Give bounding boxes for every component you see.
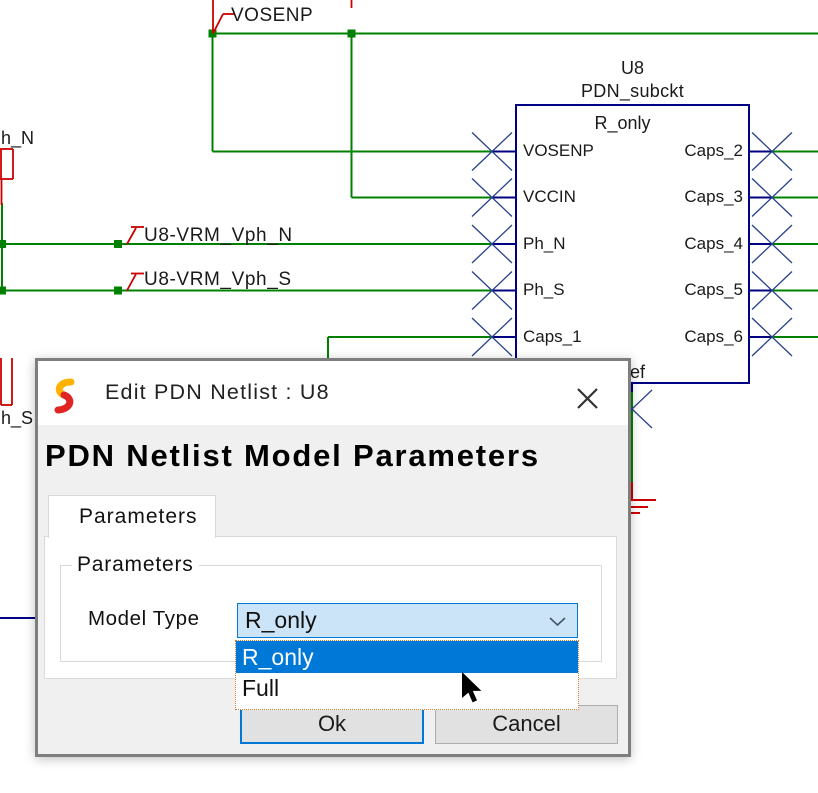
groupbox-label: Parameters bbox=[72, 553, 199, 577]
dialog-heading-band: PDN Netlist Model Parameters bbox=[38, 425, 628, 491]
dialog-title: Edit PDN Netlist : U8 bbox=[105, 380, 330, 404]
edit-pdn-netlist-dialog: Edit PDN Netlist : U8 PDN Netlist Model … bbox=[35, 358, 631, 757]
net-flags-red[interactable] bbox=[0, 0, 353, 406]
pin-label-caps5: Caps_5 bbox=[684, 280, 743, 299]
model-type-combobox[interactable]: R_only bbox=[237, 603, 578, 638]
net-label-vosenp[interactable]: VOSENP bbox=[231, 5, 314, 26]
pin-label-caps2: Caps_2 bbox=[684, 141, 743, 160]
net-label-edge-bottom[interactable]: h_S bbox=[1, 408, 34, 428]
dropdown-option-full[interactable]: Full bbox=[242, 675, 280, 701]
component-refdes[interactable]: U8 bbox=[620, 58, 644, 78]
close-icon[interactable] bbox=[575, 386, 600, 411]
app-logo-icon bbox=[54, 378, 75, 414]
dropdown-option-r-only[interactable]: R_only bbox=[236, 641, 578, 673]
component-model-attr[interactable]: R_only bbox=[594, 113, 651, 133]
model-type-dropdown-list: R_only Full bbox=[235, 640, 579, 710]
component-part-name[interactable]: PDN_subckt bbox=[580, 81, 685, 101]
dialog-titlebar[interactable]: Edit PDN Netlist : U8 bbox=[38, 361, 628, 425]
pin-label-caps1: Caps_1 bbox=[523, 326, 582, 346]
net-label-vph-s[interactable]: U8-VRM_Vph_S bbox=[144, 269, 292, 290]
wire-junction-dots[interactable] bbox=[0, 29, 356, 295]
pin-label-vccin: VCCIN bbox=[523, 187, 576, 206]
pin-label-vosenp: VOSENP bbox=[523, 141, 594, 160]
net-label-ref-partial: ef bbox=[630, 362, 646, 382]
net-label-edge-top[interactable]: h_N bbox=[1, 128, 35, 148]
pin-label-ph-s: Ph_S bbox=[523, 280, 565, 299]
pin-label-ph-n: Ph_N bbox=[523, 233, 566, 253]
ground-symbol[interactable] bbox=[631, 482, 656, 514]
model-type-label: Model Type bbox=[88, 607, 200, 630]
pin-label-caps6: Caps_6 bbox=[684, 326, 743, 346]
combobox-value: R_only bbox=[245, 607, 317, 633]
dialog-heading: PDN Netlist Model Parameters bbox=[45, 438, 540, 473]
chevron-down-icon bbox=[549, 617, 566, 627]
ok-button[interactable]: Ok bbox=[240, 705, 424, 744]
component-symbol-outline[interactable] bbox=[492, 104, 772, 392]
net-label-vph-n[interactable]: U8-VRM_Vph_N bbox=[144, 225, 293, 246]
mouse-cursor-icon bbox=[462, 672, 482, 703]
pin-label-caps3: Caps_3 bbox=[684, 187, 743, 206]
schematic-wires-green[interactable] bbox=[0, 32, 818, 483]
cancel-button[interactable]: Cancel bbox=[435, 705, 618, 744]
tab-parameters[interactable]: Parameters bbox=[48, 495, 216, 538]
pin-label-caps4: Caps_4 bbox=[684, 233, 743, 253]
tab-label: Parameters bbox=[79, 505, 198, 528]
